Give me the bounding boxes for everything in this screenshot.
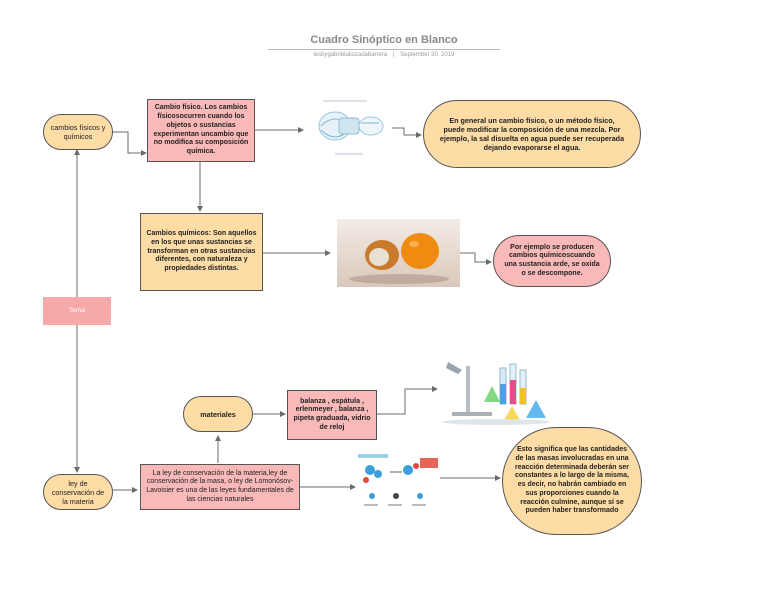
node-ley-desc: La ley de conservación de la materia,ley… bbox=[140, 464, 300, 510]
physical-change-image bbox=[305, 96, 393, 158]
edge-cambios-cambiofisico bbox=[112, 131, 147, 156]
edge-img-metodo bbox=[392, 127, 422, 138]
oranges-photo bbox=[337, 219, 460, 287]
author-label: lesbygabrielaloizadabarrera bbox=[313, 52, 388, 58]
reaction-diagram-image bbox=[356, 452, 442, 510]
date-label: September 30, 2019 bbox=[400, 52, 455, 58]
page-title: Cuadro Sinóptico en Blanco bbox=[310, 34, 458, 46]
node-cambios-fisicos: cambios físicos y químicos bbox=[43, 114, 113, 150]
node-ley: ley de conservación de la materia bbox=[43, 474, 113, 510]
node-materiales: materiales bbox=[183, 396, 253, 432]
edge-fruit-ejemplo bbox=[460, 252, 492, 265]
document-meta: lesbygabrielaloizadabarrera | September … bbox=[0, 52, 768, 58]
node-ejemplo: Por ejemplo se producen cambios químicos… bbox=[493, 235, 611, 287]
title-divider bbox=[268, 49, 500, 50]
node-cambios-quimicos: Cambios químicos: Son aquellos en los qu… bbox=[140, 213, 263, 291]
lab-equipment-image bbox=[438, 354, 556, 426]
node-tema: Tema bbox=[43, 297, 111, 325]
node-significa: Esto significa que las cantidades de las… bbox=[502, 427, 642, 535]
node-cambio-fisico: Cambio físico. Los cambios físicosocurre… bbox=[147, 99, 255, 162]
node-lista-materiales: balanza , espátula , erlenmeyer , balanz… bbox=[287, 390, 377, 440]
node-metodo-fisico: En general un cambio físico, o un método… bbox=[423, 100, 641, 168]
edge-lista-lab bbox=[377, 386, 438, 415]
meta-separator: | bbox=[392, 52, 395, 58]
